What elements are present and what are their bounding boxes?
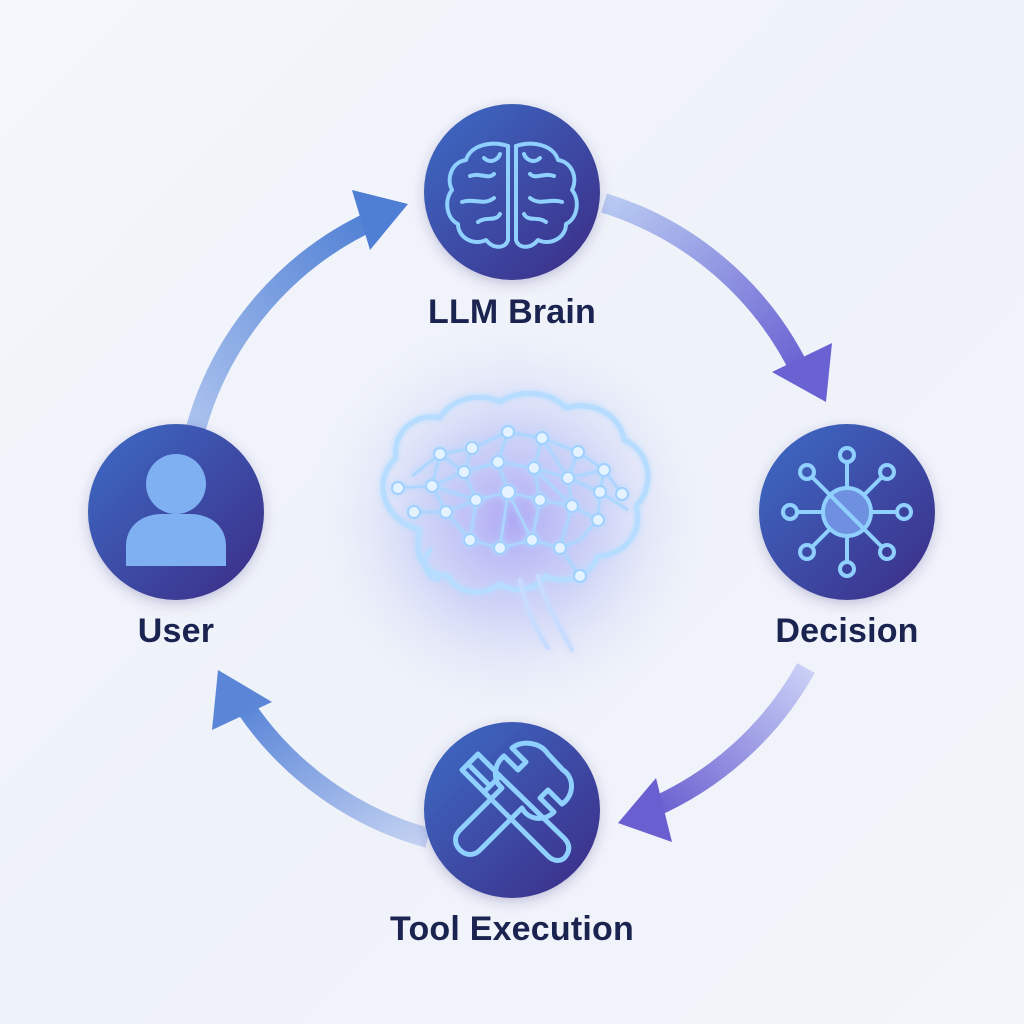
arrow-decision-to-tool [618,663,815,842]
arrow-llm-to-decision [601,193,832,402]
node-llm-brain [424,104,600,280]
tool-execution-label: Tool Execution [390,910,634,948]
tools-icon [453,740,574,863]
arrow-user-to-llm [186,190,408,431]
node-tool-execution [424,722,600,898]
brain-icon [445,141,579,249]
user-label: User [137,612,215,650]
node-user [88,424,264,600]
center-glow [307,315,717,725]
node-decision [759,424,935,600]
neural-brain-icon [380,390,651,652]
user-icon [126,454,226,566]
llm-brain-label: LLM Brain [427,293,597,331]
arrow-tool-to-user [212,670,431,848]
decision-label: Decision [775,612,919,650]
network-node-icon [781,446,913,578]
